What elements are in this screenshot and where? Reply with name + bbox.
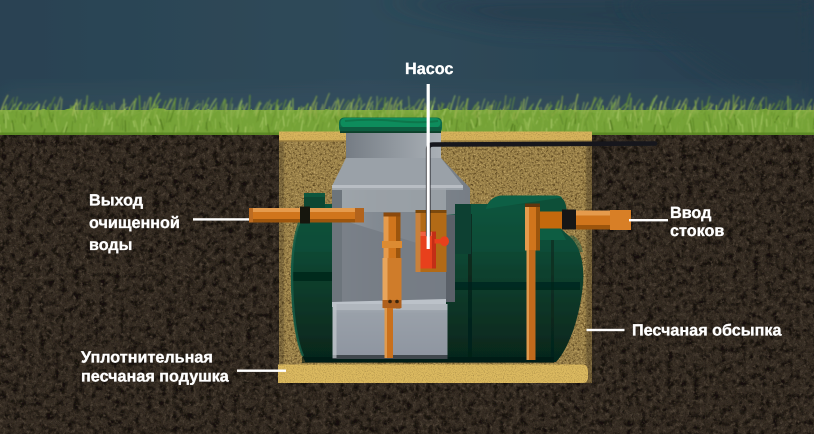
svg-text:очищенной: очищенной — [89, 214, 180, 232]
svg-text:воды: воды — [89, 236, 133, 254]
svg-text:Ввод: Ввод — [670, 204, 711, 222]
svg-text:Насос: Насос — [405, 60, 453, 78]
svg-text:стоков: стоков — [670, 222, 724, 240]
svg-text:песчаная подушка: песчаная подушка — [81, 368, 230, 386]
svg-text:Выход: Выход — [89, 192, 143, 210]
svg-text:Песчаная обсыпка: Песчаная обсыпка — [632, 322, 783, 340]
svg-text:Уплотнительная: Уплотнительная — [81, 349, 213, 367]
